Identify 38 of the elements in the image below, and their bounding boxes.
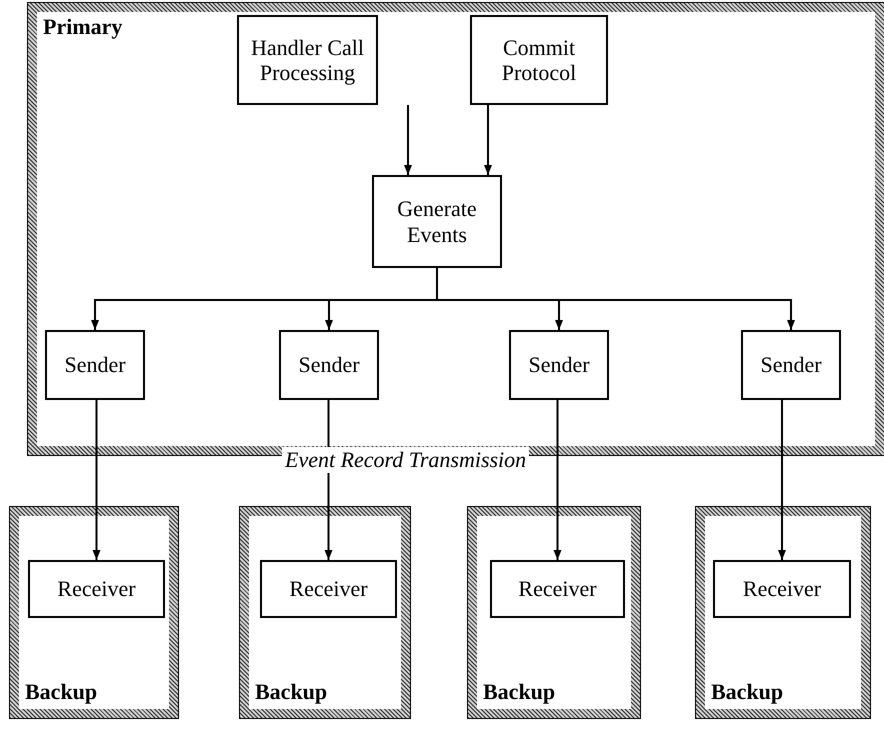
container-panel xyxy=(468,507,640,718)
group-heading: Backup xyxy=(483,679,556,705)
group-heading: Backup xyxy=(255,679,328,705)
box-label: Receiver xyxy=(57,576,136,602)
arrow xyxy=(92,400,100,560)
box-label: Generate Events xyxy=(396,196,478,247)
box-label: Sender xyxy=(760,352,822,378)
box-label: Sender xyxy=(64,352,126,378)
process-box xyxy=(372,175,502,268)
group-heading: Backup xyxy=(711,679,784,705)
box-label: Handler Call Processing xyxy=(250,34,366,86)
annotation-text: Event Record Transmission xyxy=(282,447,530,473)
box-label: Receiver xyxy=(518,576,597,602)
box-label: Commit Protocol xyxy=(500,34,578,86)
process-box xyxy=(713,560,851,618)
process-box xyxy=(237,15,378,105)
arrow xyxy=(404,105,412,175)
box-label: Sender xyxy=(298,352,360,378)
group-heading: Backup xyxy=(25,679,98,705)
process-box xyxy=(28,560,165,618)
process-box xyxy=(509,330,609,400)
arrow xyxy=(554,400,562,560)
group-heading: Primary xyxy=(43,14,122,40)
container-panel xyxy=(240,507,410,718)
container-panel xyxy=(696,507,870,718)
process-box xyxy=(45,330,145,400)
process-box xyxy=(279,330,379,400)
arrow xyxy=(778,400,786,560)
box-label: Receiver xyxy=(289,576,368,602)
arrow xyxy=(436,268,795,330)
process-box xyxy=(490,560,625,618)
box-label: Sender xyxy=(528,352,590,378)
process-box xyxy=(741,330,841,400)
process-box xyxy=(260,560,397,618)
process-box xyxy=(470,15,608,105)
arrow xyxy=(484,105,492,175)
box-label: Receiver xyxy=(742,576,822,602)
container-panel xyxy=(10,507,178,718)
